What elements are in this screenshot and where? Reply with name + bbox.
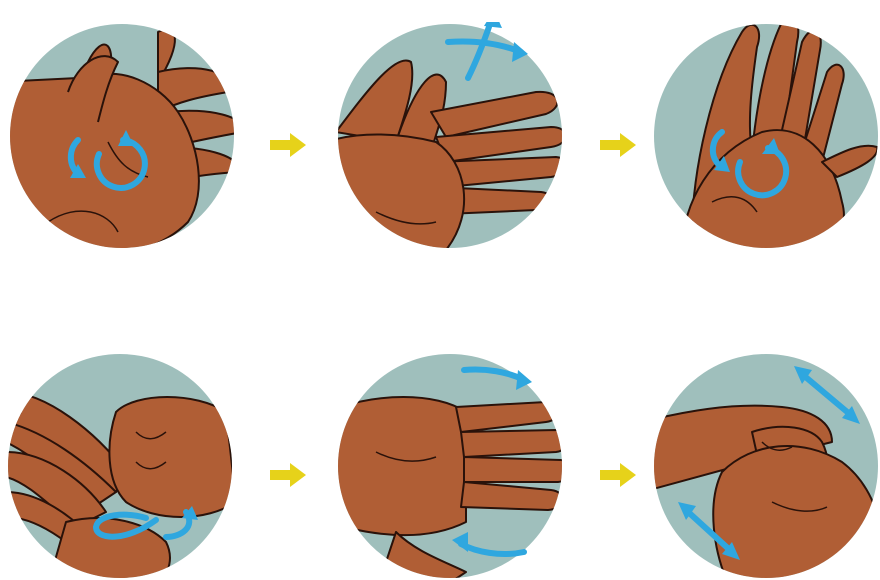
next-step-arrow (598, 462, 638, 488)
step-3-palm-to-palm-interlaced (652, 22, 880, 250)
yellow-arrow-icon (598, 132, 638, 158)
yellow-arrow-icon (598, 462, 638, 488)
step-6-fingertips-in-palm (652, 352, 880, 580)
next-step-arrow (598, 132, 638, 158)
step-5-backs-of-fingers (336, 352, 564, 580)
next-step-arrow (268, 132, 308, 158)
hands-illustration (6, 392, 234, 580)
step-4-rotational-thumb-rub (6, 352, 234, 580)
yellow-arrow-icon (268, 462, 308, 488)
step-1-palm-to-palm (8, 22, 236, 250)
next-step-arrow (268, 462, 308, 488)
yellow-arrow-icon (268, 132, 308, 158)
step-2-back-of-hand-interlaced (336, 22, 564, 250)
